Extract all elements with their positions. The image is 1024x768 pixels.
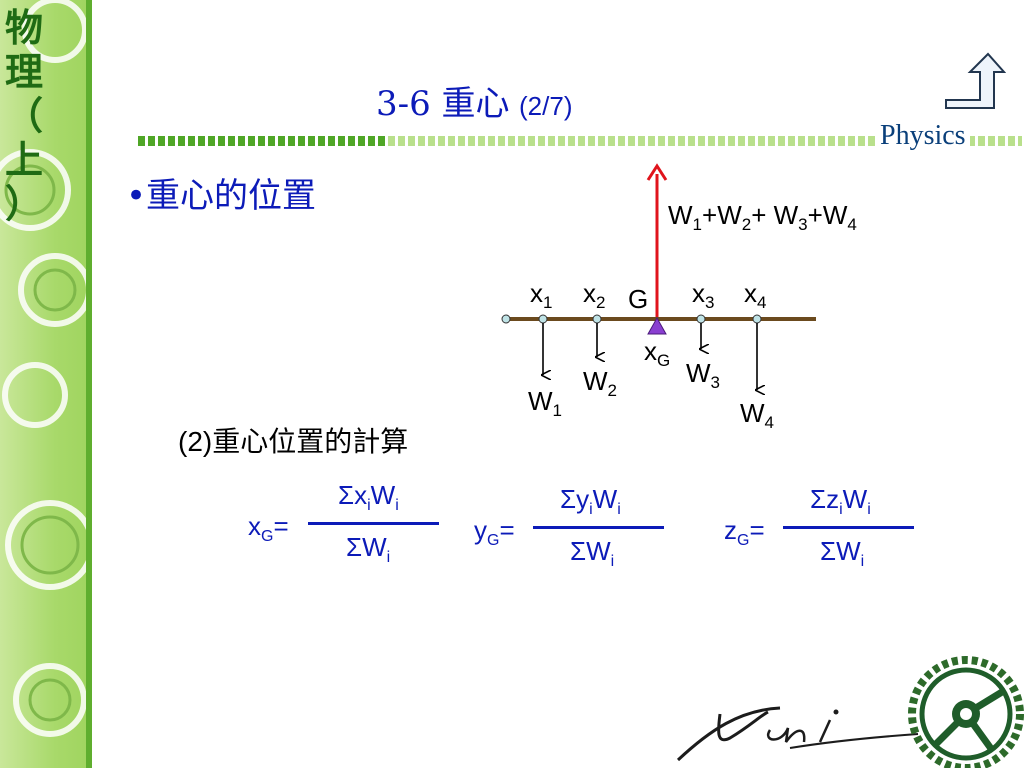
side-title: 物 理 （ 上 ）	[2, 6, 46, 226]
subheading: (2)重心位置的計算	[178, 420, 408, 460]
slide-title: 3-6 重心 (2/7)	[376, 76, 572, 125]
header-dash-bar-light	[388, 136, 1022, 146]
physics-brand: Physics	[876, 120, 970, 152]
side-title-char: 上	[4, 138, 43, 182]
side-title-char: ）	[4, 182, 43, 226]
label-x4: x4	[744, 278, 767, 313]
label-w3: W3	[686, 358, 721, 393]
formula-y-numerator: ΣyiWi	[560, 484, 621, 519]
formula-y-fraction-bar	[533, 526, 664, 529]
point-x1	[538, 314, 548, 324]
formula-x-fraction-bar	[308, 522, 439, 525]
gear-icon	[908, 656, 1024, 768]
point-x2	[592, 314, 602, 324]
label-w4: W4	[740, 398, 775, 433]
formula-x-denominator: ΣWi	[346, 532, 391, 567]
subheading-text: 重心位置的計算	[212, 425, 409, 458]
formula-x-lhs: xG=	[248, 511, 289, 546]
total-weight-label: W1+W2+ W3+W4	[668, 200, 857, 235]
label-x2: x2	[583, 278, 606, 313]
header-dash-bar	[138, 136, 1022, 146]
label-w2: W2	[583, 366, 618, 401]
formula-z-fraction-bar	[783, 526, 914, 529]
beam-end-point	[501, 314, 511, 324]
formula-z-lhs: zG=	[724, 515, 765, 550]
label-x3: x3	[692, 278, 715, 313]
formula-x-numerator: ΣxiWi	[338, 480, 399, 515]
center-of-gravity-marker	[647, 316, 667, 335]
strip-edge	[86, 0, 92, 768]
label-g: G	[628, 284, 649, 314]
subheading-number: (2)	[178, 426, 213, 457]
label-xg: xG	[644, 336, 671, 371]
side-title-char: （	[4, 94, 43, 138]
label-x1: x1	[530, 278, 553, 313]
point-x3	[696, 314, 706, 324]
slide-title-page: (2/7)	[519, 91, 573, 121]
signature-logo	[676, 706, 919, 762]
return-arrow-icon[interactable]	[940, 50, 1006, 112]
label-w1: W1	[528, 386, 563, 421]
side-title-char: 理	[4, 50, 43, 94]
side-title-char: 物	[4, 6, 43, 50]
formula-z-denominator: ΣWi	[820, 536, 865, 571]
slide-title-main: 3-6 重心	[376, 84, 510, 124]
formula-y-denominator: ΣWi	[570, 536, 615, 571]
formula-y-lhs: yG=	[474, 515, 515, 550]
resultant-arrow-head	[646, 163, 668, 181]
point-x4	[752, 314, 762, 324]
left-decor-strip	[0, 0, 92, 768]
bullet-heading: •重心的位置	[126, 176, 317, 216]
formula-z-numerator: ΣziWi	[810, 484, 871, 519]
center-of-gravity-diagram	[501, 163, 816, 440]
